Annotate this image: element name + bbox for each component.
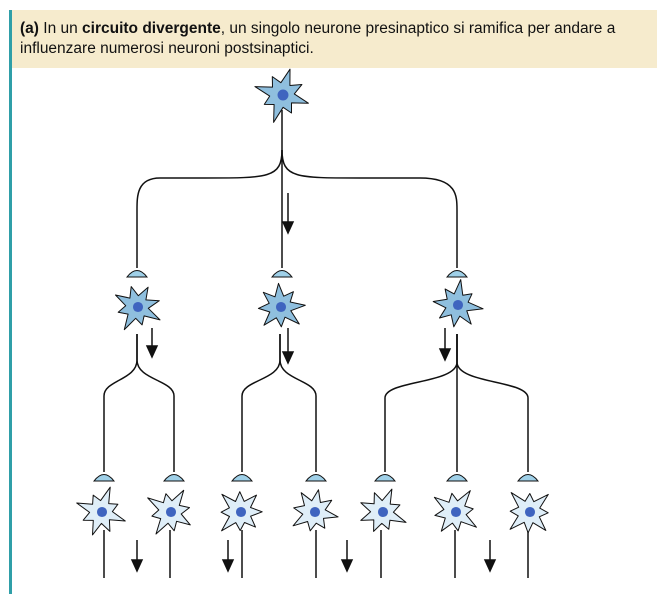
synaptic-terminal <box>445 270 469 278</box>
neuron-nucleus <box>309 506 321 518</box>
neuron-nucleus <box>275 301 287 313</box>
synaptic-terminal <box>304 474 328 482</box>
intermediate-neuron <box>257 282 306 328</box>
synaptic-terminal <box>270 270 294 278</box>
neuron-nucleus <box>452 299 464 311</box>
neuron-nucleus <box>524 506 536 518</box>
branch-a1 <box>103 334 138 472</box>
caption: (a) In un circuito divergente, un singol… <box>20 19 640 59</box>
arrow-down-icon <box>340 540 354 573</box>
neurons <box>76 68 549 536</box>
postsynaptic-neuron <box>76 486 126 536</box>
arrow-down-icon <box>145 328 159 359</box>
arrow-down-icon <box>130 540 144 573</box>
intermediate-neuron <box>432 279 484 328</box>
postsynaptic-neuron <box>292 489 339 532</box>
arrow-down-icon <box>221 540 235 573</box>
neuron-nucleus <box>450 506 462 518</box>
branch-b1 <box>241 334 281 472</box>
arrow-down-icon <box>281 193 295 235</box>
neuron-nucleus <box>165 506 177 518</box>
branch-a2 <box>136 334 175 472</box>
postsynaptic-neuron <box>509 492 549 534</box>
arrow-down-icon <box>483 540 497 573</box>
caption-text-after: , un singolo neurone presinaptico si ram… <box>20 20 616 57</box>
intermediate-neuron <box>115 286 161 331</box>
synaptic-terminal <box>516 474 540 482</box>
neuron-nucleus <box>132 301 144 313</box>
caption-label: (a) <box>20 20 39 37</box>
branch-right <box>281 149 458 268</box>
synaptic-terminal <box>230 474 254 482</box>
postsynaptic-neuron <box>360 488 407 532</box>
neuron-nucleus <box>377 506 389 518</box>
neuron-nucleus <box>96 506 108 518</box>
postsynaptic-neuron <box>147 489 191 535</box>
synaptic-terminal <box>92 474 116 482</box>
axon-branches <box>103 110 529 578</box>
synaptic-terminal <box>373 474 397 482</box>
caption-text-before: In un <box>38 20 83 37</box>
postsynaptic-neuron <box>433 490 477 532</box>
neuron-nucleus <box>277 89 289 101</box>
branch-left <box>136 149 283 268</box>
branch-c3 <box>456 334 529 472</box>
postsynaptic-neuron <box>220 491 263 532</box>
arrow-down-icon <box>281 328 295 365</box>
arrow-down-icon <box>438 328 452 362</box>
branch-c1 <box>384 334 458 472</box>
synaptic-terminal <box>125 270 149 278</box>
synaptic-terminal <box>162 474 186 482</box>
caption-box <box>12 10 657 68</box>
caption-term: circuito divergente <box>82 20 221 37</box>
neuron-nucleus <box>235 506 247 518</box>
branch-b2 <box>279 334 317 472</box>
synaptic-terminals <box>92 270 540 482</box>
left-border <box>9 10 12 594</box>
presynaptic-neuron <box>254 68 309 123</box>
signal-arrows <box>130 193 497 573</box>
synaptic-terminal <box>445 474 469 482</box>
